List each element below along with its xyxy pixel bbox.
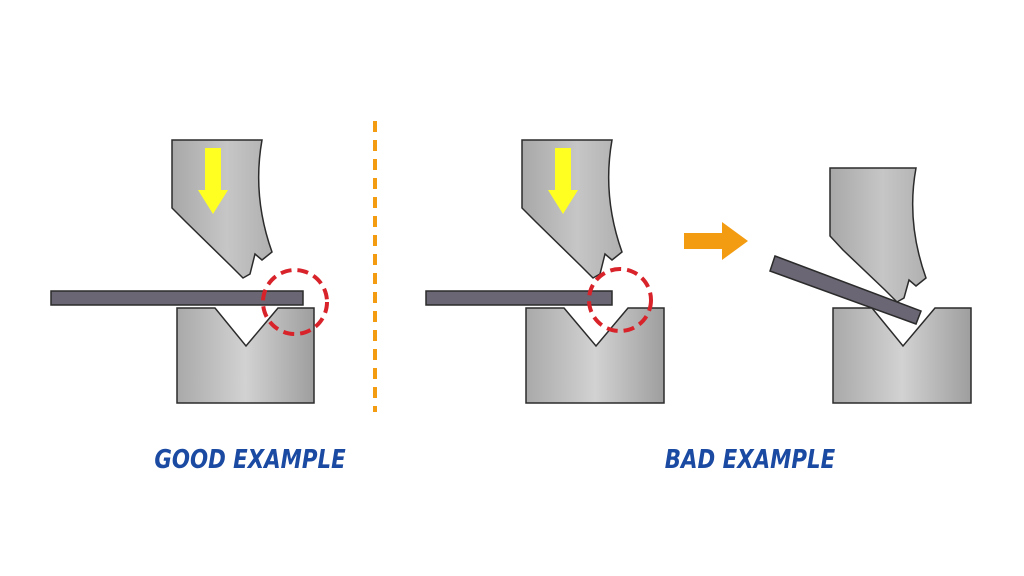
good-highlight-circle [261, 268, 329, 336]
bad-example-caption: BAD EXAMPLE [664, 445, 836, 475]
bad-sheet-metal [425, 290, 613, 306]
good-sheet-metal [50, 290, 304, 306]
good-die-block [176, 307, 315, 404]
good-down-arrow-icon [198, 148, 228, 214]
bad-result-punch-tool [829, 167, 927, 303]
bad-down-arrow-icon [548, 148, 578, 214]
bad-example-group [425, 139, 665, 404]
good-punch-tool [171, 139, 273, 279]
bad-result-tilted-sheet [769, 255, 922, 325]
bad-punch-tool [521, 139, 623, 279]
good-example-group [50, 139, 329, 404]
bad-result-group [769, 167, 972, 404]
good-example-caption: GOOD EXAMPLE [154, 445, 346, 475]
bad-die-block [525, 307, 665, 404]
bad-highlight-circle [587, 267, 653, 333]
bad-result-die-block [832, 307, 972, 404]
right-arrow-icon [684, 222, 748, 260]
